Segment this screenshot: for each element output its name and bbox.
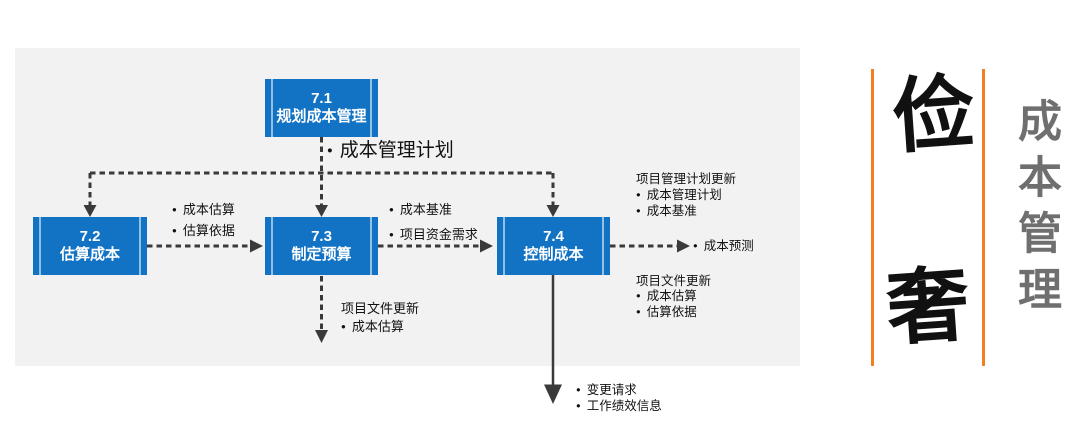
label-budget-outputs: 成本基准 项目资金需求 <box>389 198 478 248</box>
vertical-title-cost-management: 成本管理 <box>1011 98 1060 322</box>
big-character-jian: 俭 <box>889 67 979 164</box>
label-work-performance-info: 工作绩效信息 <box>576 399 662 415</box>
label-cost-forecasts: 成本预测 <box>693 239 754 255</box>
label-cost-estimates: 成本估算 <box>172 200 235 221</box>
big-character-she: 奢 <box>883 259 973 356</box>
label-cost-forecast: 成本预测 <box>693 239 754 255</box>
label-plan-updates-heading: 项目管理计划更新 <box>636 172 737 186</box>
process-name: 规划成本管理 <box>276 108 367 125</box>
label-cost-baseline: 成本基准 <box>389 198 478 223</box>
process-number: 7.3 <box>311 228 332 245</box>
label-control-doc-updates: 项目文件更新 成本估算 估算依据 <box>636 274 711 322</box>
label-doc-updates-heading: 项目文件更新 <box>341 301 420 316</box>
process-number: 7.4 <box>543 228 564 245</box>
process-name: 控制成本 <box>523 246 584 263</box>
label-estimate-outputs: 成本估算 估算依据 <box>172 200 235 242</box>
process-box-7-1: 7.1 规划成本管理 <box>265 79 378 137</box>
label-budget-doc-updates: 项目文件更新 成本估算 <box>341 300 419 338</box>
process-name: 估算成本 <box>59 246 120 263</box>
label-basis-of-estimates: 估算依据 <box>636 305 711 322</box>
orange-divider-left <box>871 69 874 366</box>
label-control-plan-updates: 项目管理计划更新 成本管理计划 成本基准 <box>636 172 736 221</box>
label-cost-baseline: 成本基准 <box>636 204 736 221</box>
label-control-bottom-outputs: 变更请求 工作绩效信息 <box>576 383 662 415</box>
process-box-7-3: 7.3 制定预算 <box>265 217 378 275</box>
label-cost-management-plan: 成本管理计划 <box>636 188 736 205</box>
process-number: 7.2 <box>79 228 101 245</box>
process-box-7-2: 7.2 估算成本 <box>33 217 147 275</box>
label-funding-requirements: 项目资金需求 <box>389 223 478 248</box>
process-number: 7.1 <box>311 90 332 107</box>
label-cost-management-plan: 成本管理计划 <box>327 140 454 165</box>
arrowhead-74-bottom <box>544 384 562 404</box>
label-plan-cost-mgmt-output: 成本管理计划 <box>327 140 454 165</box>
orange-divider-right <box>982 69 985 366</box>
label-cost-estimates: 成本估算 <box>636 289 711 306</box>
label-doc-updates-heading: 项目文件更新 <box>636 274 712 288</box>
label-change-requests: 变更请求 <box>576 383 662 399</box>
process-box-7-4: 7.4 控制成本 <box>497 217 610 275</box>
label-cost-estimates: 成本估算 <box>341 318 419 338</box>
process-name: 制定预算 <box>291 246 352 263</box>
label-basis-of-estimates: 估算依据 <box>172 221 235 242</box>
